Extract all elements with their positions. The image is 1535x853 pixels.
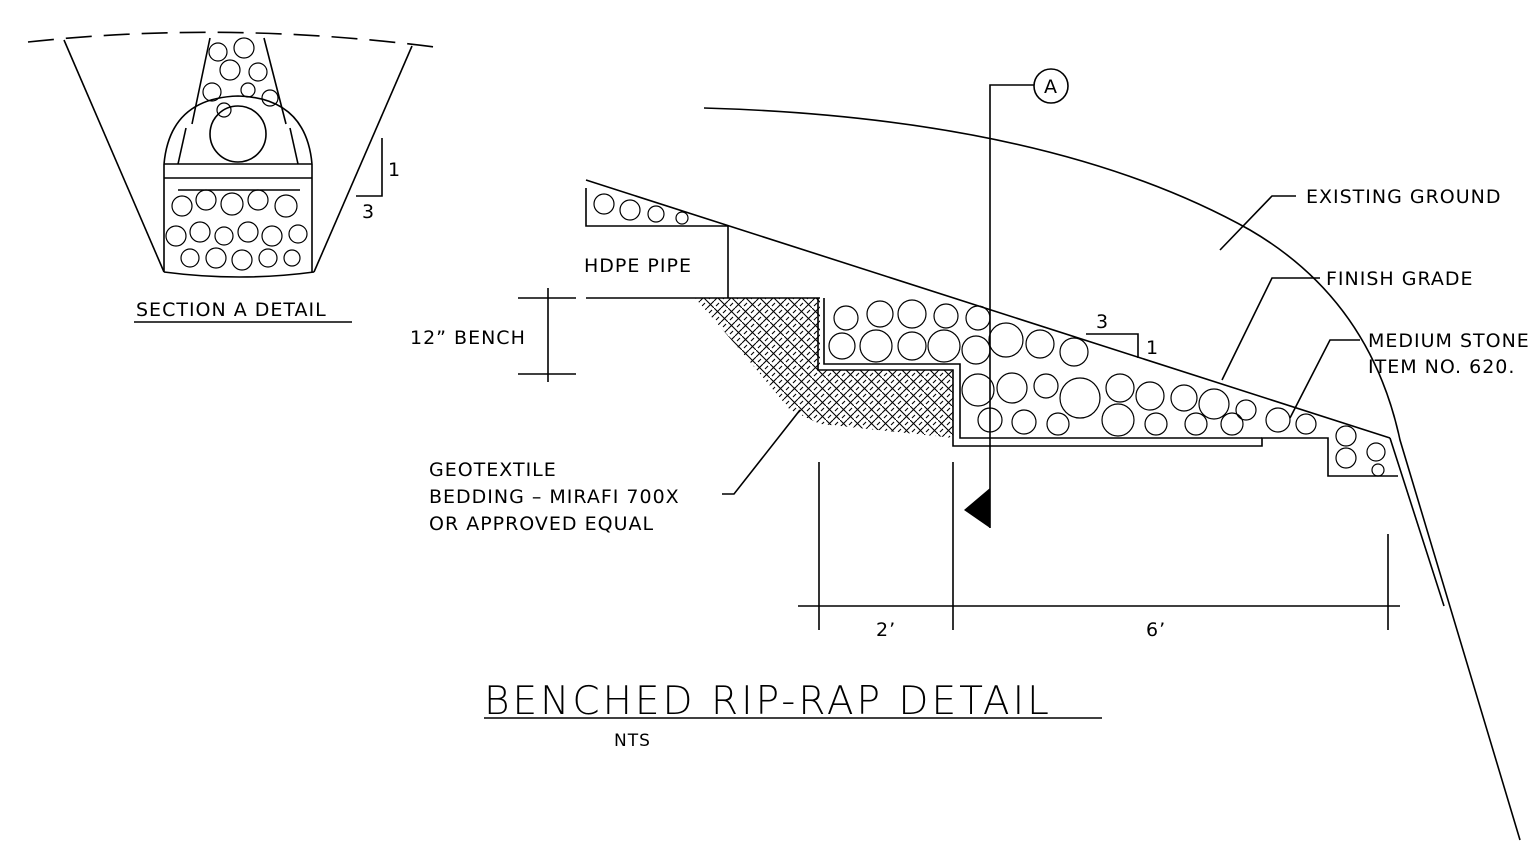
- existing-ground-leader: [1219, 195, 1296, 251]
- detail-title: BENCHED RIP-RAP DETAIL: [484, 679, 1052, 724]
- section-title: SECTION A DETAIL: [136, 299, 327, 321]
- main-slope-run: 3: [1096, 311, 1109, 333]
- existing-ground-label: EXISTING GROUND: [1306, 186, 1502, 208]
- bench-label: 12” BENCH: [410, 327, 526, 349]
- section-trench-bottom: [163, 271, 315, 278]
- section-trench-right-wall: [313, 45, 413, 273]
- upper-stone-patch: [585, 188, 728, 227]
- dim-left-label: 2’: [876, 619, 896, 641]
- geotextile-label-3: OR APPROVED EQUAL: [429, 513, 654, 535]
- right-slope-face: [1389, 437, 1445, 607]
- geotextile-label-2: BEDDING – MIRAFI 700X: [429, 486, 680, 508]
- section-a-detail: 1 3 SECTION A DETAIL: [27, 31, 443, 323]
- finish-grade-leader: [1221, 277, 1320, 381]
- main-detail: A 3 1 12” BENCH HDPE PIPE GEOTEXTILE BED…: [410, 68, 1530, 841]
- dim-right-label: 6’: [1146, 619, 1166, 641]
- section-ground-dashed-line: [27, 31, 443, 49]
- upper-bench-riprap: [817, 298, 1398, 477]
- stone-label-2: ITEM NO. 620.: [1368, 356, 1515, 378]
- section-slope-run: 3: [362, 201, 375, 223]
- section-stones-upper: [202, 37, 279, 118]
- finish-grade-line: [585, 179, 1391, 439]
- section-arrow-icon: [964, 488, 990, 528]
- section-stones-lower: [165, 189, 308, 271]
- hdpe-pipe-label: HDPE PIPE: [584, 255, 692, 277]
- section-marker-label: A: [1044, 76, 1058, 98]
- main-slope-indicator: [1086, 333, 1139, 358]
- stone-leader: [1289, 339, 1360, 419]
- section-chord-left: [177, 127, 187, 165]
- main-slope-rise: 1: [1146, 337, 1159, 359]
- section-chord-right: [289, 127, 299, 165]
- existing-ground-line: [703, 107, 1521, 841]
- geotextile-bedding: [695, 298, 953, 438]
- geotextile-leader: [722, 409, 801, 495]
- upper-bench-inner: [823, 298, 1262, 439]
- upper-stones: [593, 193, 689, 225]
- stone-label-1: MEDIUM STONE: [1368, 330, 1530, 352]
- section-slope-indicator: [356, 138, 383, 197]
- section-trench-left-wall: [63, 39, 165, 273]
- section-stone-column: [191, 37, 287, 125]
- section-cut-line: [989, 84, 1034, 528]
- section-slope-rise: 1: [388, 159, 401, 181]
- scale-note: NTS: [614, 731, 651, 751]
- section-pipe-bedding-arch: [163, 95, 313, 165]
- geotextile-label-1: GEOTEXTILE: [429, 459, 557, 481]
- section-marker-circle: [1033, 68, 1069, 104]
- section-hdpe-pipe: [209, 105, 267, 163]
- finish-grade-label: FINISH GRADE: [1326, 268, 1474, 290]
